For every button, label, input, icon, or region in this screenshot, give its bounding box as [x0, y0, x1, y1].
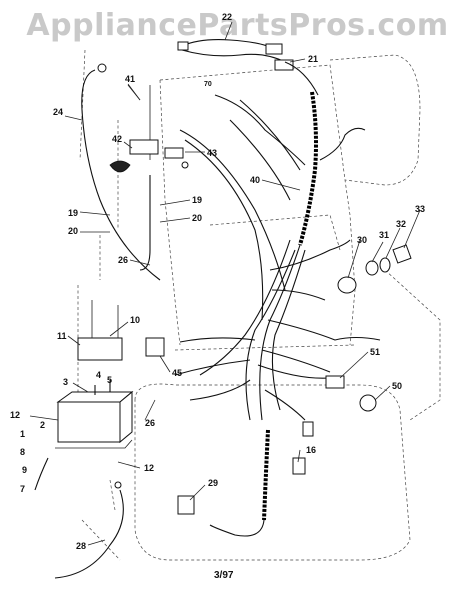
callout-10: 10 [130, 315, 140, 325]
cable-terminal [97, 63, 107, 73]
callout-31: 31 [379, 230, 389, 240]
callout-42: 42 [112, 134, 122, 144]
coiled-harness-lower [262, 429, 270, 521]
callout-24: 24 [53, 107, 63, 117]
callout-41: 41 [125, 74, 135, 84]
callout-45: 45 [172, 368, 182, 378]
callout-20-right: 20 [192, 213, 202, 223]
callout-7: 7 [20, 484, 25, 494]
callout-3: 3 [63, 377, 68, 387]
callout-2: 2 [40, 420, 45, 430]
part-16-plug [292, 457, 306, 475]
solenoid-assembly [109, 84, 189, 271]
watermark-logo-text: AppliancePartsPros.com [26, 8, 449, 43]
callout-12-right: 12 [144, 463, 154, 473]
callout-50: 50 [392, 381, 402, 391]
callout-1: 1 [20, 429, 25, 439]
callout-22: 22 [222, 12, 232, 22]
callout-43: 43 [207, 148, 217, 158]
cable-terminal-lower [114, 481, 122, 489]
top-harness-wires [177, 39, 319, 96]
callout-5: 5 [107, 375, 112, 385]
lower-lead-wire [209, 519, 265, 537]
callout-26-upper: 26 [118, 255, 128, 265]
main-wire-bundle [174, 94, 381, 421]
callout-30: 30 [357, 235, 367, 245]
callout-28: 28 [76, 541, 86, 551]
part-51-connector [325, 375, 345, 389]
callout-9: 9 [22, 465, 27, 475]
callout-11: 11 [57, 331, 67, 341]
callout-labels: 22 21 41 70 24 42 43 40 19 20 19 20 26 3… [10, 12, 425, 551]
callout-19-left: 19 [68, 208, 78, 218]
cable-28 [54, 489, 124, 579]
drawing-date: 3/97 [214, 570, 234, 581]
callout-33: 33 [415, 204, 425, 214]
callout-4: 4 [96, 370, 101, 380]
callout-70: 70 [204, 81, 212, 88]
callout-12-left: 12 [10, 410, 20, 420]
callout-21: 21 [308, 54, 318, 64]
callout-leaders [29, 21, 421, 546]
callout-51: 51 [370, 347, 380, 357]
ignition-switch-group [337, 244, 412, 294]
callout-40: 40 [250, 175, 260, 185]
callout-16: 16 [306, 445, 316, 455]
callout-19-right: 19 [192, 195, 202, 205]
part-29-switch [177, 495, 195, 515]
part-50-knob [359, 394, 377, 412]
callout-32: 32 [396, 219, 406, 229]
callout-29: 29 [208, 478, 218, 488]
part-45-switch [145, 337, 165, 357]
callout-20-left: 20 [68, 226, 78, 236]
callout-8: 8 [20, 447, 25, 457]
connector-plug [302, 421, 314, 437]
callout-26-lower: 26 [145, 418, 155, 428]
battery-assembly [34, 300, 134, 491]
chassis-outline [77, 49, 441, 561]
ground-cable-24 [81, 69, 161, 281]
coiled-harness-40 [298, 91, 318, 246]
